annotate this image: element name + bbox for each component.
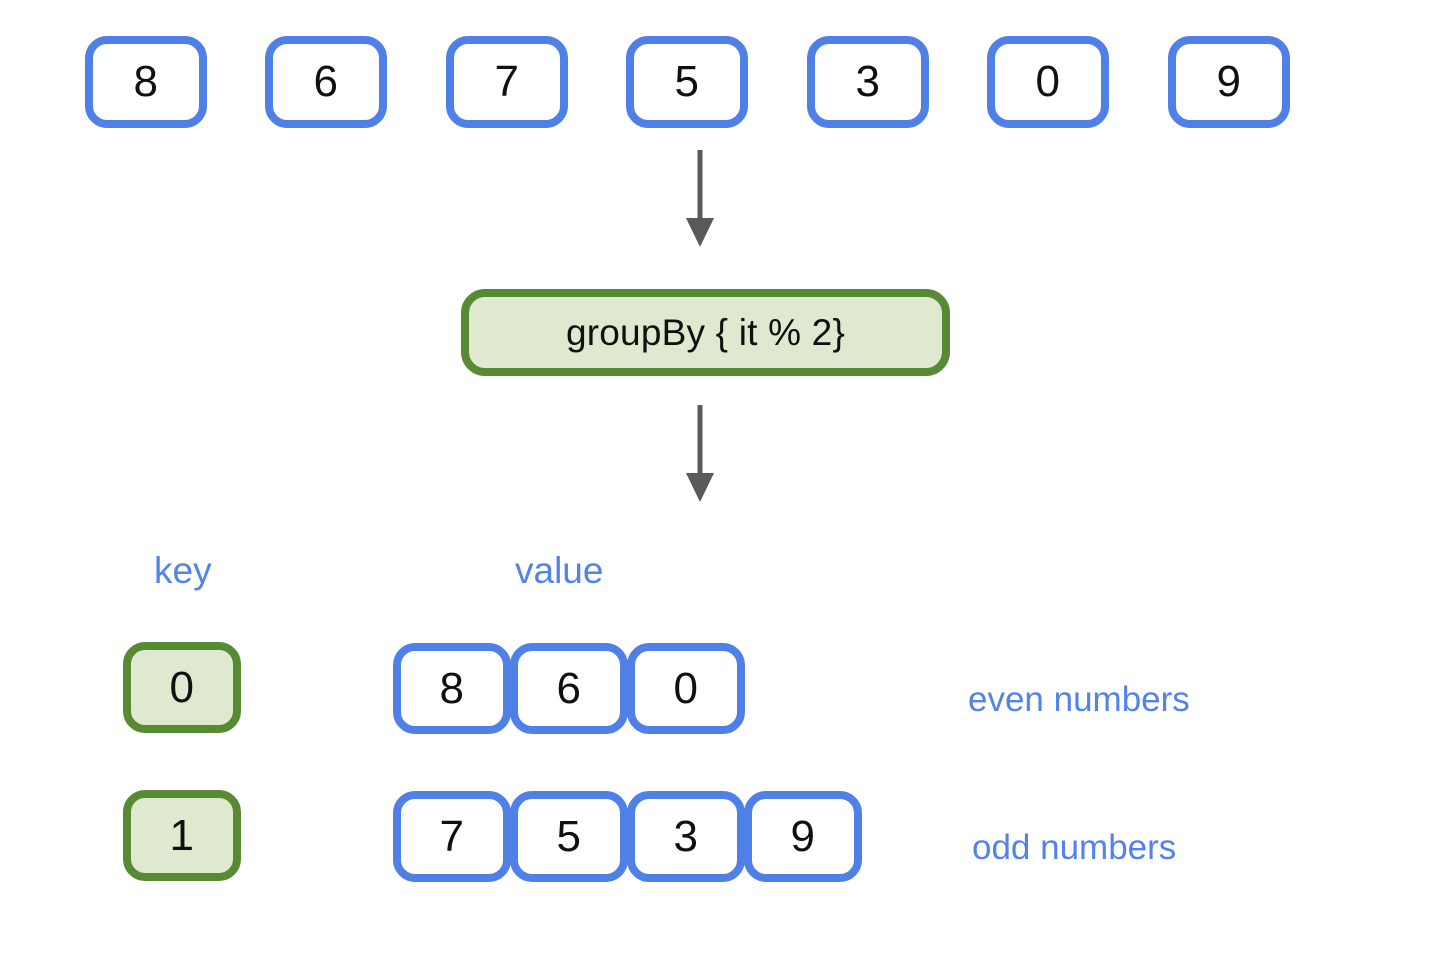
input-item-value: 7 xyxy=(494,57,520,106)
group-value: 9 xyxy=(790,811,816,861)
group-0-note: even numbers xyxy=(968,680,1190,719)
group-value: 3 xyxy=(673,811,699,861)
column-header-value: value xyxy=(515,550,604,591)
group-1-value-0: 7 xyxy=(393,791,511,882)
input-item-3: 5 xyxy=(626,36,748,128)
group-key-0: 0 xyxy=(123,642,241,733)
input-item-value: 6 xyxy=(313,57,339,106)
group-0-value-2: 0 xyxy=(627,643,745,734)
group-1-value-1: 5 xyxy=(510,791,628,882)
input-item-value: 5 xyxy=(674,57,700,106)
input-item-0: 8 xyxy=(85,36,207,128)
group-value: 0 xyxy=(673,663,699,713)
input-item-value: 9 xyxy=(1216,57,1242,106)
group-0-value-1: 6 xyxy=(510,643,628,734)
operation-label: groupBy { it % 2} xyxy=(565,311,846,353)
group-value: 6 xyxy=(556,663,582,713)
group-1-value-2: 3 xyxy=(627,791,745,882)
column-header-key: key xyxy=(154,550,212,591)
group-value: 7 xyxy=(439,811,465,861)
group-1-note: odd numbers xyxy=(972,828,1177,867)
input-item-1: 6 xyxy=(265,36,387,128)
group-key-value: 0 xyxy=(169,662,195,712)
group-value: 8 xyxy=(439,663,465,713)
input-item-6: 9 xyxy=(1168,36,1290,128)
group-key-1: 1 xyxy=(123,790,241,881)
operation-box: groupBy { it % 2} xyxy=(461,289,950,376)
arrow-input-to-operation-icon xyxy=(686,150,714,247)
input-item-value: 8 xyxy=(133,57,159,106)
group-key-value: 1 xyxy=(169,810,195,860)
group-value: 5 xyxy=(556,811,582,861)
input-item-value: 3 xyxy=(855,57,881,106)
input-item-5: 0 xyxy=(987,36,1109,128)
group-0-value-0: 8 xyxy=(393,643,511,734)
group-1-value-3: 9 xyxy=(744,791,862,882)
input-item-2: 7 xyxy=(446,36,568,128)
arrow-operation-to-result-icon xyxy=(686,405,714,502)
input-item-4: 3 xyxy=(807,36,929,128)
input-item-value: 0 xyxy=(1035,57,1061,106)
